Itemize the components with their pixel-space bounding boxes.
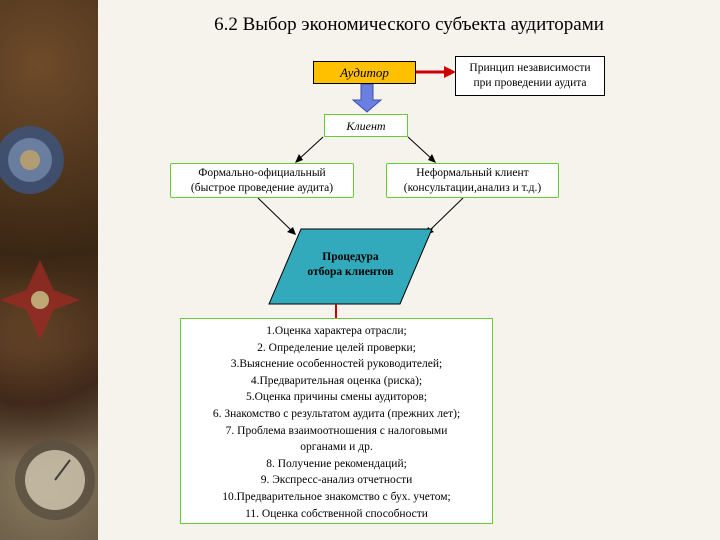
informal-line-1: Неформальный клиент bbox=[416, 167, 529, 179]
procedure-shape bbox=[268, 228, 433, 305]
arrow-formal-to-procedure bbox=[257, 197, 294, 233]
principle-line-2: при проведении аудита bbox=[473, 77, 587, 89]
formal-client-box: Формально-официальный (быстрое проведени… bbox=[170, 163, 354, 198]
flow-connectors bbox=[257, 66, 464, 320]
list-item: 9. Экспресс-анализ отчетности bbox=[260, 474, 413, 487]
selection-steps-list: 1.Оценка характера отрасли; 2. Определен… bbox=[180, 318, 493, 524]
formal-line-1: Формально-официальный bbox=[198, 167, 326, 179]
list-item: 8. Получение рекомендаций; bbox=[266, 457, 407, 470]
formal-line-2: (быстрое проведение аудита) bbox=[190, 182, 334, 194]
list-item: 1.Оценка характера отрасли; bbox=[266, 325, 407, 337]
client-label: Клиент bbox=[346, 119, 386, 133]
arrow-auditor-to-client bbox=[351, 83, 383, 113]
list-item: 10.Предварительное знакомство с бух. уче… bbox=[222, 490, 451, 503]
informal-client-box: Неформальный клиент (консультации,анализ… bbox=[386, 163, 559, 198]
auditor-label: Аудитор bbox=[340, 65, 389, 80]
list-item: 7. Проблема взаимоотношения с налоговыми bbox=[225, 424, 448, 437]
arrow-client-to-informal bbox=[407, 136, 434, 161]
principle-line-1: Принцип независимости bbox=[469, 62, 591, 74]
principle-box: Принцип независимости при проведении ауд… bbox=[455, 56, 605, 96]
client-box: Клиент bbox=[324, 114, 408, 137]
procedure-line-2: отбора клиентов bbox=[307, 266, 394, 278]
procedure-label: Процедура отбора клиентов bbox=[278, 250, 423, 280]
list-item: 6. Знакомство с результатом аудита (преж… bbox=[212, 407, 461, 420]
auditor-box: Аудитор bbox=[313, 61, 416, 84]
arrowhead-principle bbox=[444, 66, 456, 78]
list-item: 3.Выяснение особенностей руководителей; bbox=[230, 358, 443, 371]
medal-cross-icon bbox=[0, 126, 95, 520]
list-item: 4.Предварительная оценка (риска); bbox=[250, 374, 423, 387]
list-item: органами и др. bbox=[300, 441, 373, 454]
list-item: 11. Оценка собственной способности bbox=[245, 507, 428, 520]
arrow-informal-to-procedure bbox=[427, 197, 464, 233]
slide-title: 6.2 Выбор экономического субъекта аудито… bbox=[214, 14, 604, 35]
list-item: 2. Определение целей проверки; bbox=[257, 341, 416, 354]
decorative-background-photo bbox=[0, 0, 98, 540]
procedure-line-1: Процедура bbox=[322, 251, 379, 263]
informal-line-2: (консультации,анализ и т.д.) bbox=[403, 182, 542, 194]
arrow-client-to-formal bbox=[297, 136, 324, 161]
slide: 6.2 Выбор экономического субъекта аудито… bbox=[98, 0, 720, 540]
list-item: 5.Оценка причины смены аудиторов; bbox=[245, 391, 428, 404]
